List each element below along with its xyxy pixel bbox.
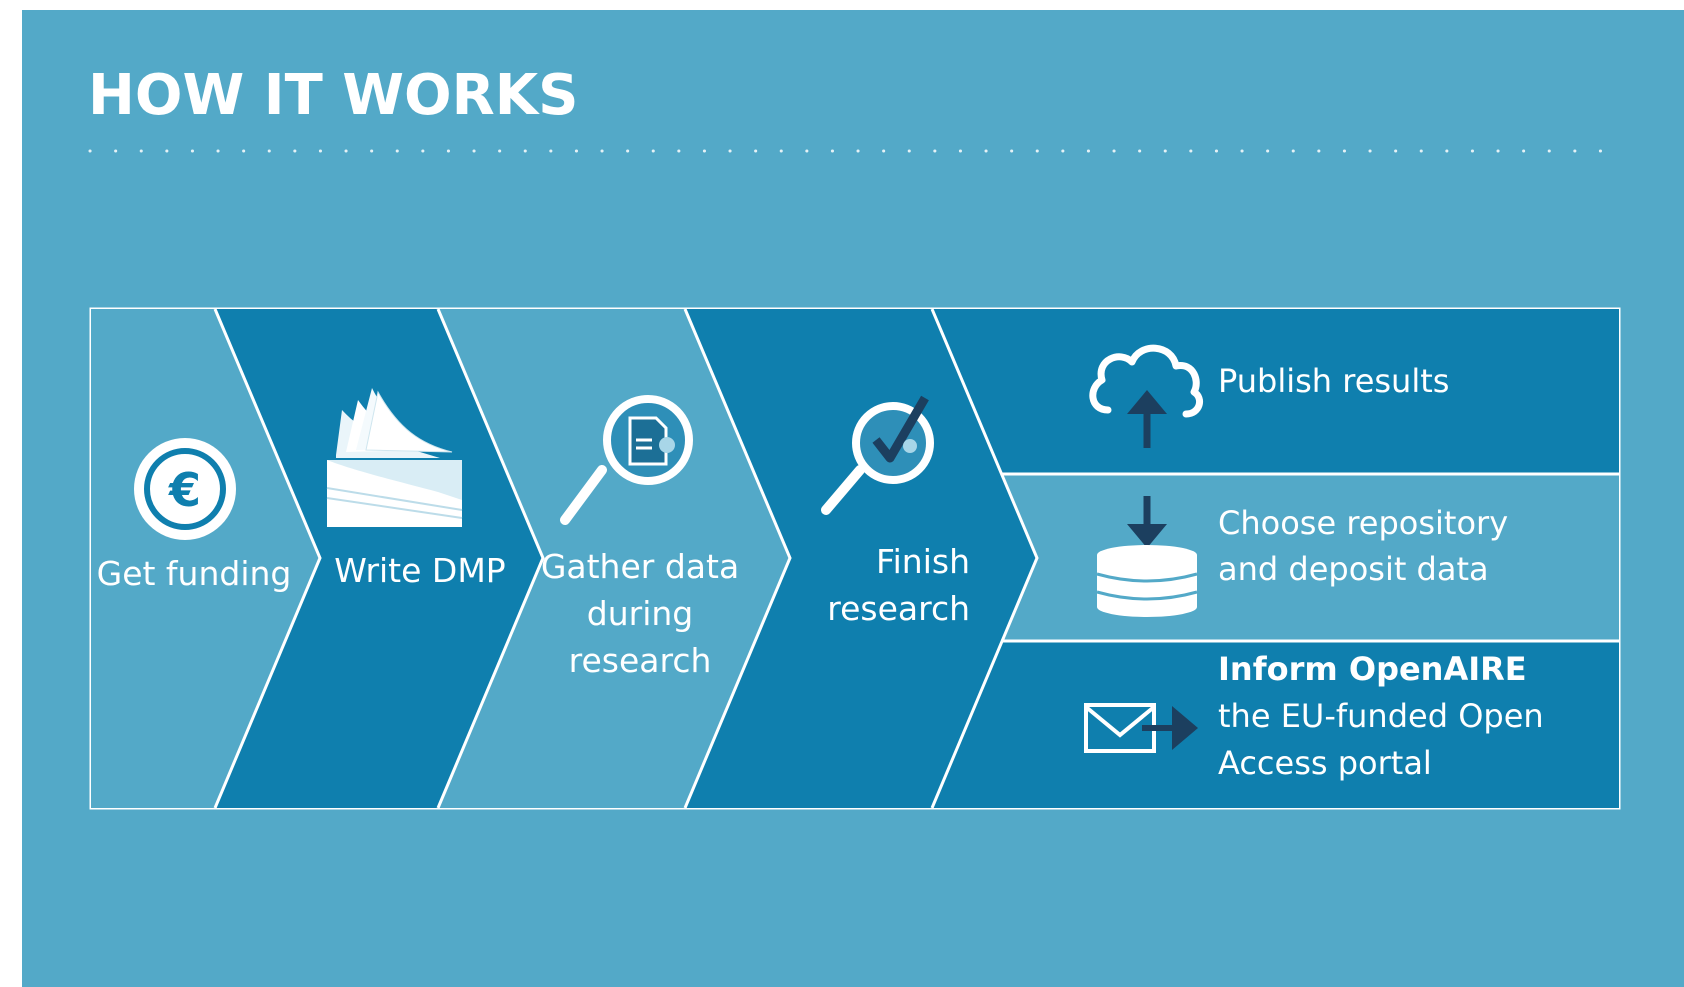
euro-coin-icon: €	[134, 438, 236, 540]
outcome-label-line: Choose repository	[1218, 504, 1508, 542]
step-label-1: Get funding	[97, 554, 292, 593]
step-label-4: Finish research	[827, 542, 970, 628]
outcome-label-line: and deposit data	[1218, 550, 1489, 588]
step-label-line: Finish	[876, 542, 970, 581]
step-label-2: Write DMP	[334, 551, 505, 590]
outcome-label-line: Access portal	[1218, 744, 1432, 782]
band-write-dmp	[215, 309, 543, 808]
step-label-line: research	[827, 589, 970, 628]
outcome-label-1: Publish results	[1218, 362, 1449, 400]
outcome-label-line: the EU-funded Open	[1218, 697, 1544, 735]
band-outcome-publish	[932, 309, 1619, 474]
page-title: HOW IT WORKS	[88, 63, 579, 128]
step-label-3: Gather data during research	[541, 547, 739, 680]
outcome-label-line: Inform OpenAIRE	[1218, 650, 1527, 688]
database-deposit-icon	[1096, 496, 1198, 617]
step-label-line: Get funding	[97, 554, 292, 593]
band-outcome-inform	[932, 641, 1619, 808]
band-finish-research	[685, 309, 1037, 808]
step-label-line: during	[587, 594, 693, 633]
band-gather-data	[438, 309, 790, 808]
magnifier-check-icon	[821, 395, 934, 515]
step-label-line: research	[569, 641, 712, 680]
cloud-upload-icon	[1089, 344, 1204, 448]
svg-text:€: €	[168, 463, 201, 517]
outcome-label-line: Publish results	[1218, 362, 1449, 400]
step-label-line: Gather data	[541, 547, 739, 586]
document-stack-icon	[326, 388, 463, 527]
envelope-send-icon	[1084, 703, 1198, 753]
outcome-label-2: Choose repository and deposit data	[1218, 504, 1508, 588]
magnifier-document-icon	[560, 395, 693, 525]
step-labels: Get funding Write DMP Gather data during res…	[97, 542, 970, 680]
band-get-funding	[91, 309, 320, 808]
step-label-line: Write DMP	[334, 551, 505, 590]
